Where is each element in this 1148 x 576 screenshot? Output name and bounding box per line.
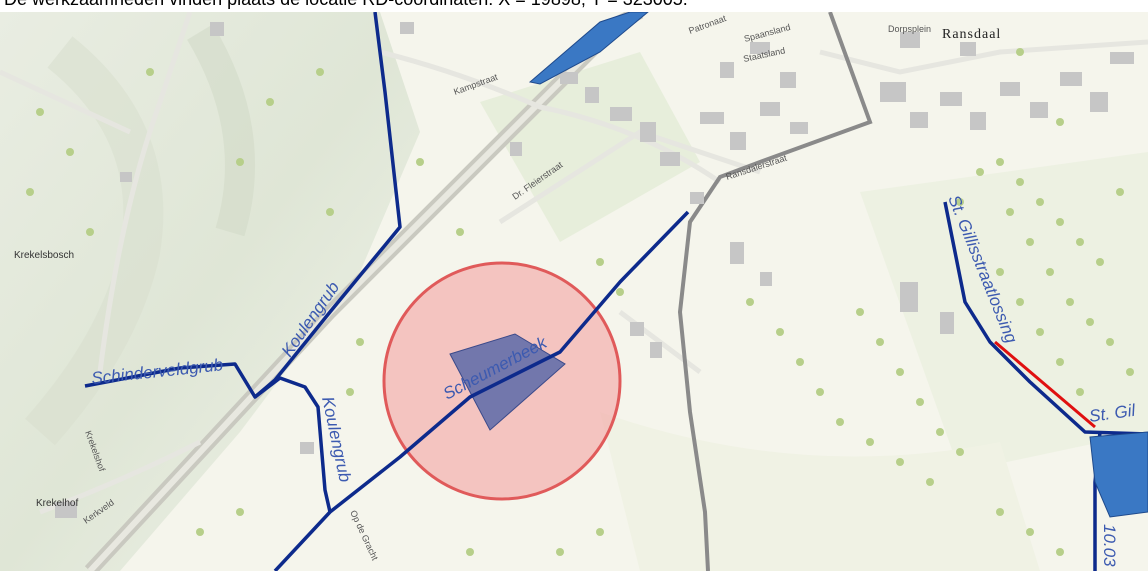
waterway-st-gillis: [943, 201, 1148, 436]
hill-shade: [25, 36, 164, 446]
water-basin-right: [1089, 431, 1148, 518]
waterway-scheumerbeek: [273, 210, 690, 573]
work-area-polygon[interactable]: [449, 333, 566, 431]
village-buildings: [55, 22, 1134, 518]
label-ransdaal: Ransdaal: [942, 27, 1001, 42]
label-krekelsbosch: Krekelsbosch: [14, 250, 74, 261]
page-caption: De werkzaamheden vinden plaats de locati…: [0, 0, 1148, 12]
label-1003: 10.03: [1100, 524, 1119, 567]
main-road: [677, 11, 873, 572]
minor-roads: [0, 11, 1148, 515]
label-krekelhof: Krekelhof: [36, 498, 78, 509]
map-canvas: Schinderveldgrub Koulengrub Koulengrub S…: [0, 5, 1148, 576]
highlight-segment: [994, 340, 1096, 429]
water-basin-top: [528, 11, 650, 85]
waterway-schinderveldgrub: [84, 362, 332, 513]
map-view[interactable]: Schinderveldgrub Koulengrub Koulengrub S…: [0, 5, 1148, 576]
tree-dots: [26, 48, 1134, 556]
hill-terrain: [0, 12, 420, 571]
hill-shade-2: [187, 24, 255, 237]
field-patch-3: [600, 412, 1040, 571]
label-dorpsplein: Dorpsplein: [888, 24, 931, 34]
